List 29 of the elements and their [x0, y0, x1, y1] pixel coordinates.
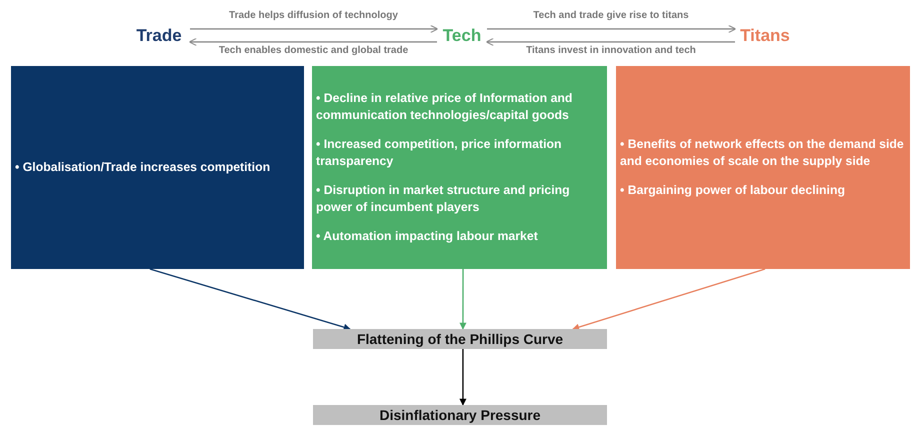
edge-label: Titans invest in innovation and tech — [526, 44, 696, 56]
bullet-text: • Increased competition, price information transparency — [316, 136, 563, 170]
heading-label: Trade — [130, 25, 188, 47]
bullet-text: • Decline in relative price of Information and communication technologies/capital goods — [316, 90, 574, 124]
text-panel — [616, 66, 910, 269]
edge-label: Trade helps diffusion of technology — [229, 10, 398, 21]
result-text: Flattening of the Phillips Curve — [356, 331, 564, 347]
bullet-text: • Benefits of network effects on the demand side and economies of scale on the supply side — [620, 136, 905, 170]
heading-label: Tech — [439, 25, 485, 47]
edge-label: Tech enables domestic and global trade — [218, 44, 408, 56]
arrow — [190, 24, 438, 33]
text-panel — [11, 66, 304, 269]
text-panel — [312, 66, 607, 269]
arrow — [487, 24, 736, 33]
bullet-text: • Disruption in market structure and pricing power of incumbent players — [316, 182, 571, 216]
arrow — [188, 38, 437, 46]
edge-label: Tech and trade give rise to titans — [533, 10, 689, 21]
bullet-text: • Automation impacting labour market — [316, 228, 539, 246]
arrow — [459, 269, 466, 330]
bullet-text: • Globalisation/Trade increases competition — [15, 159, 272, 176]
bullet-text: • Bargaining power of labour declining — [620, 182, 846, 199]
arrow — [150, 268, 351, 331]
arrow — [459, 349, 466, 406]
heading-label: Titans — [737, 25, 793, 47]
result-bar — [313, 405, 607, 425]
arrow — [486, 38, 735, 46]
result-text: Disinflationary Pressure — [379, 407, 541, 423]
arrow — [572, 268, 766, 330]
result-bar — [313, 329, 607, 349]
